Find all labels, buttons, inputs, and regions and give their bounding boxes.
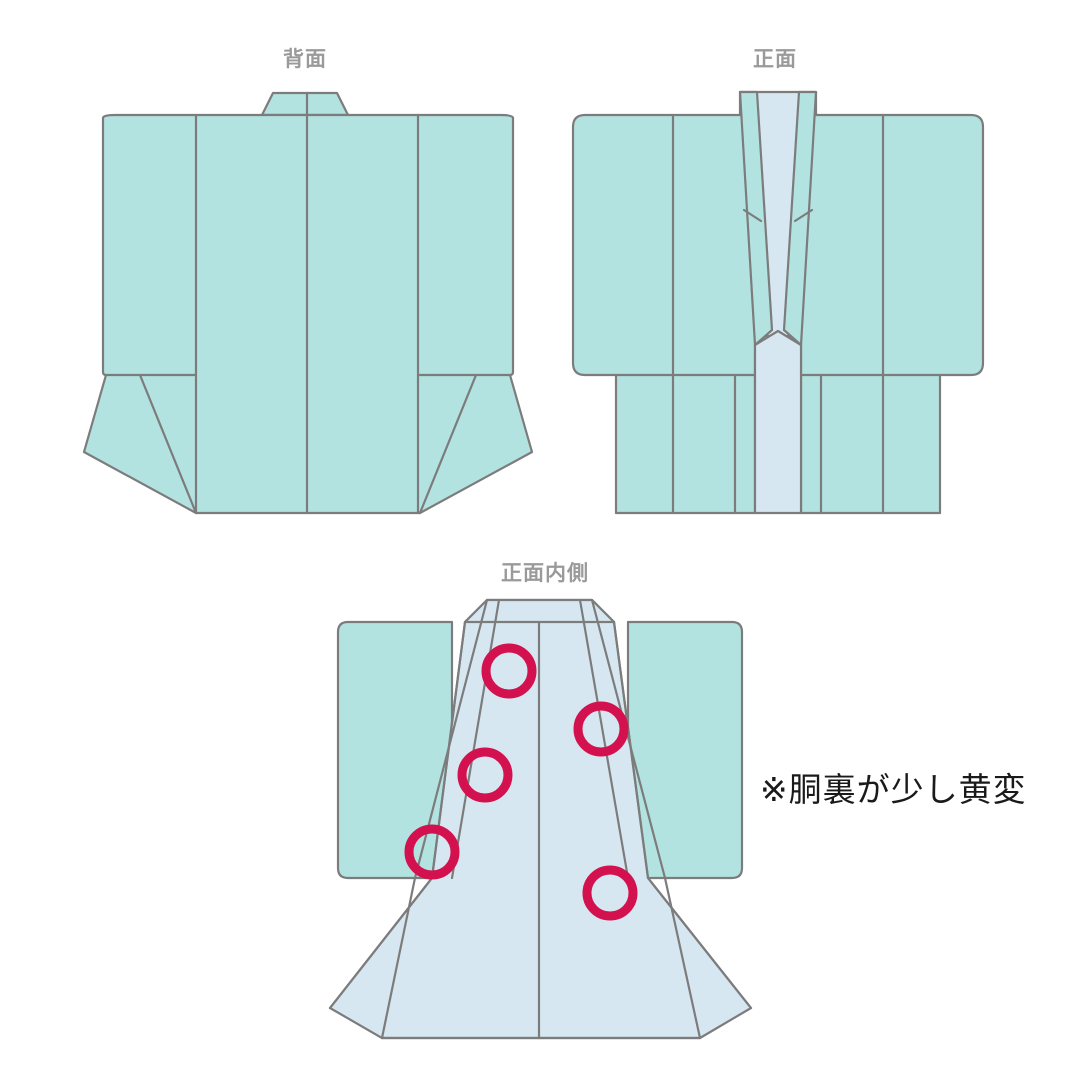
inner-seam-right-panel [590,598,702,1040]
view-label-front: 正面 [753,47,797,71]
back-seam-right-skirt [418,373,478,515]
defect-marker-5 [582,865,638,921]
view-label-back: 背面 [283,47,327,71]
front-view-group [571,90,985,515]
inner-seam-right-collar-inner [578,598,630,880]
back-view-group [82,91,534,515]
inner-seam-left-panel [380,598,489,1040]
inner-seam-left-collar-inner [450,598,501,880]
defect-marker-4 [404,824,460,880]
defect-marker-1 [481,643,537,699]
front-collar-notch-left [742,208,763,223]
condition-note: ※胴裏が少し黄変 [760,770,1027,809]
inner-right-sleeve [626,620,744,880]
front-collar-notch-right [793,208,814,223]
defect-marker-2 [573,701,629,757]
inner-seam-right-front-edge [612,620,753,1010]
inner-left-sleeve [336,620,454,880]
view-label-inner: 正面内側 [501,561,589,585]
inner-view-group [328,598,753,1040]
front-lower-lining-strip [753,329,803,515]
inner-collar-panel [463,598,616,624]
back-seam-left-skirt [138,373,198,515]
defect-marker-group [404,643,638,921]
defect-marker-3 [457,747,513,803]
